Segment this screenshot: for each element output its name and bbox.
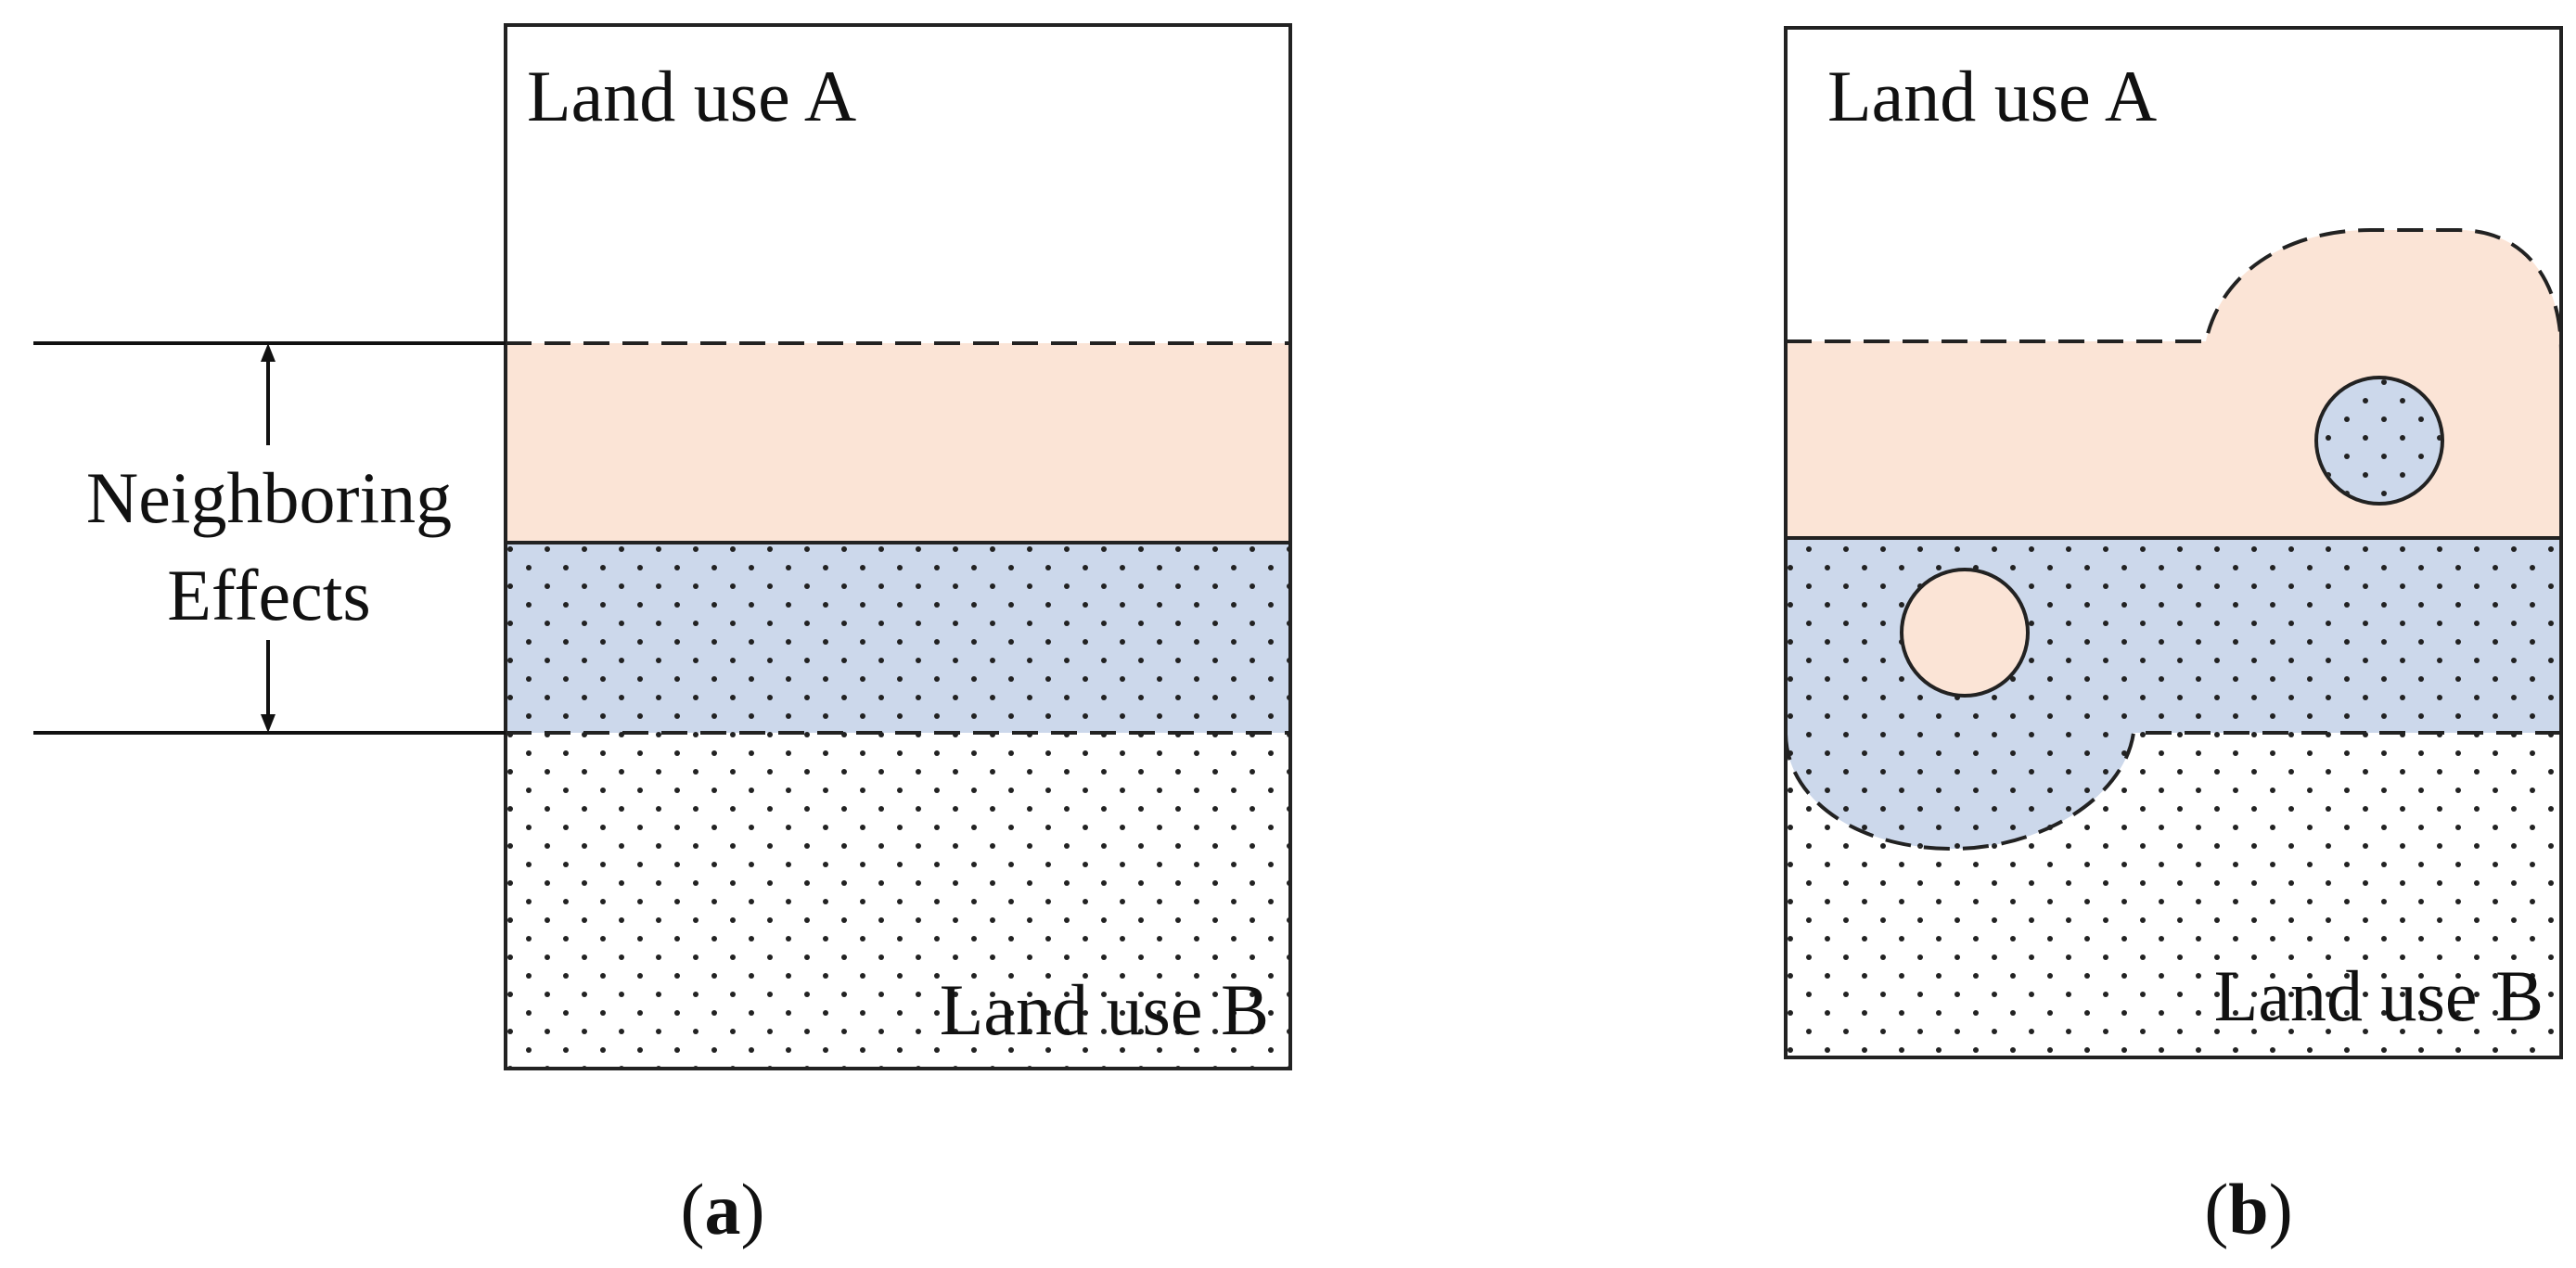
panel-b-frame — [1784, 26, 2563, 1059]
effects-label-line2: Effects — [167, 555, 370, 635]
panel-b-land-use-b-patch-dots — [2318, 379, 2441, 502]
panel-a-frame — [504, 23, 1292, 1070]
panel-a-land-use-b-effect-dots — [506, 543, 1290, 733]
panel-b-land-use-a-label: Land use A — [1827, 56, 2157, 136]
effects-label-line1: Neighboring — [86, 457, 452, 538]
panel-b-upper-dashed-boundary — [1786, 228, 2563, 353]
panel-a-land-use-b-area — [506, 733, 1290, 1069]
panel-a-land-use-a-effect-band — [506, 343, 1290, 543]
panel-b: Land use A Land use B (b) — [1784, 26, 2563, 1249]
panel-b-caption: (b) — [2204, 1169, 2292, 1249]
panel-a-land-use-a-label: Land use A — [527, 56, 856, 136]
panel-b-land-use-a-effect-region — [1786, 230, 2561, 538]
panel-b-land-use-b-label: Land use B — [2214, 955, 2544, 1036]
panel-b-lower-dashed-boundary — [1784, 731, 2561, 852]
panel-a: Neighboring Effects Land use A Land use … — [33, 23, 1292, 1249]
panel-a-land-use-b-label: Land use B — [940, 969, 1269, 1050]
panel-a-caption: (a) — [681, 1169, 765, 1249]
panel-b-land-use-a-patch — [1900, 568, 2030, 698]
